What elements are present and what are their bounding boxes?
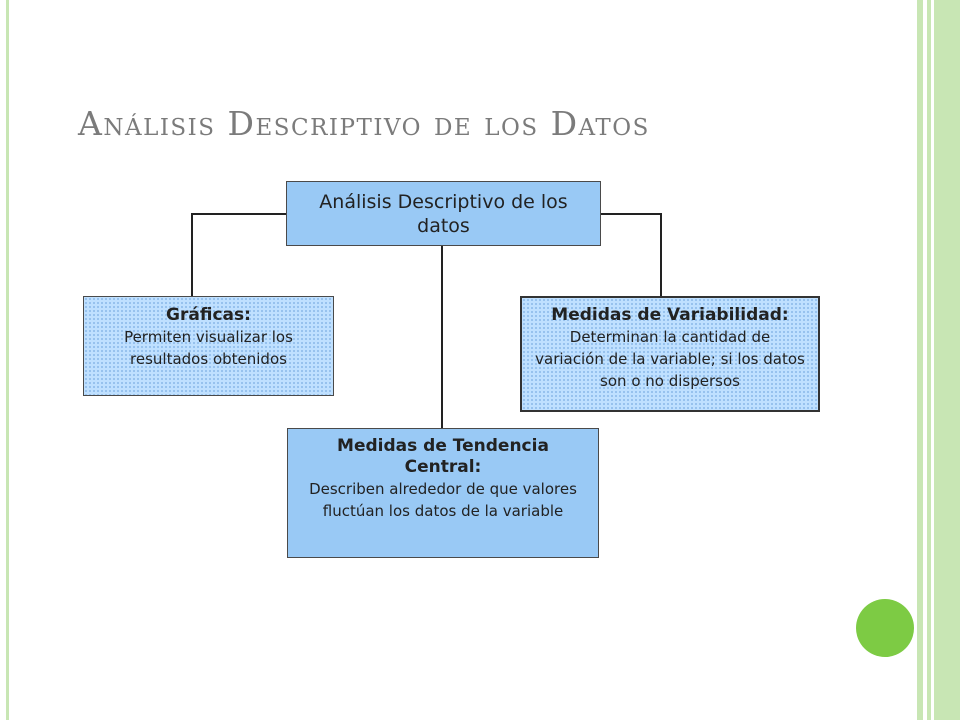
root-node-label: Análisis Descriptivo de los datos [319,191,568,237]
node-variabilidad-heading: Medidas de Variabilidad: [551,305,789,325]
node-graficas-body: Permiten visualizar los resultados obten… [124,328,293,368]
node-tendencia-heading: Medidas de Tendencia Central: [337,436,549,477]
node-variabilidad-body: Determinan la cantidad de variación de l… [535,328,805,390]
left-frame-stripe [6,0,9,720]
node-graficas-heading: Gráficas: [166,305,251,325]
connector-root-graficas [191,213,286,297]
node-variabilidad: Medidas de Variabilidad: Determinan la c… [520,296,820,412]
root-node: Análisis Descriptivo de los datos [286,181,601,246]
node-tendencia: Medidas de Tendencia Central: Describen … [287,428,599,558]
slide-title: Análisis Descriptivo de los Datos [78,104,650,143]
node-tendencia-body: Describen alrededor de que valores fluct… [309,480,577,520]
connector-root-variabilidad [600,213,662,297]
green-circle-decoration [856,599,914,657]
right-frame-stripes [914,0,960,720]
node-graficas: Gráficas: Permiten visualizar los result… [83,296,334,396]
